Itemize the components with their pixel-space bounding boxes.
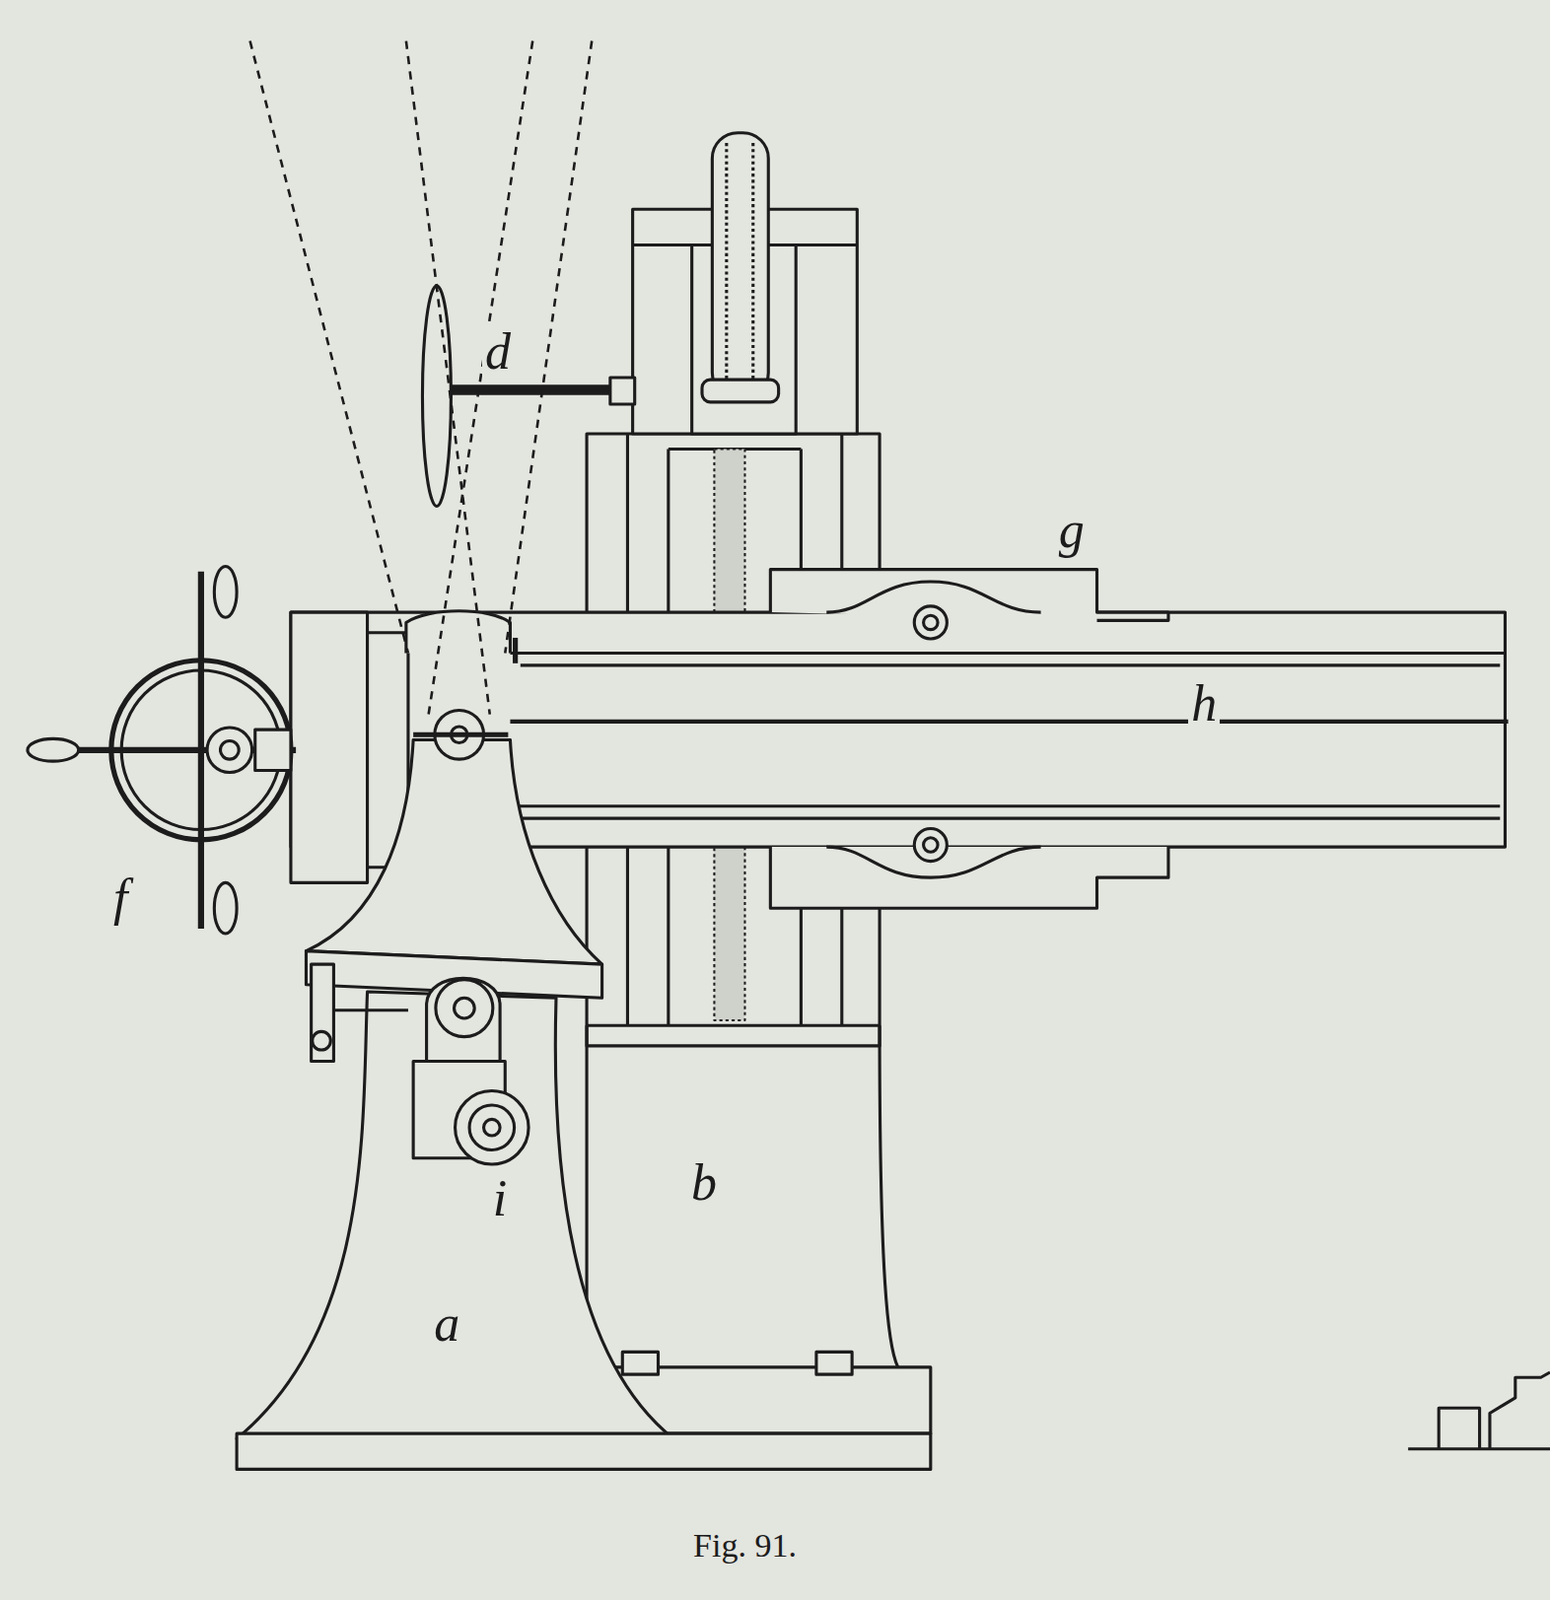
part-letter: b bbox=[688, 1157, 720, 1209]
handwheel bbox=[422, 285, 451, 507]
base-plate bbox=[236, 1433, 931, 1470]
part-letter: a bbox=[430, 1298, 463, 1350]
part-letter: d bbox=[482, 326, 514, 378]
swing-range-lines bbox=[250, 41, 593, 715]
part-letter: g bbox=[1056, 504, 1088, 557]
pulley bbox=[711, 133, 769, 399]
part-letter: i bbox=[490, 1173, 510, 1225]
figure-caption: Fig. 91. bbox=[690, 1529, 800, 1563]
column-neck bbox=[305, 739, 602, 965]
part-letter: f bbox=[110, 872, 131, 924]
part-letter: h bbox=[1188, 678, 1220, 730]
